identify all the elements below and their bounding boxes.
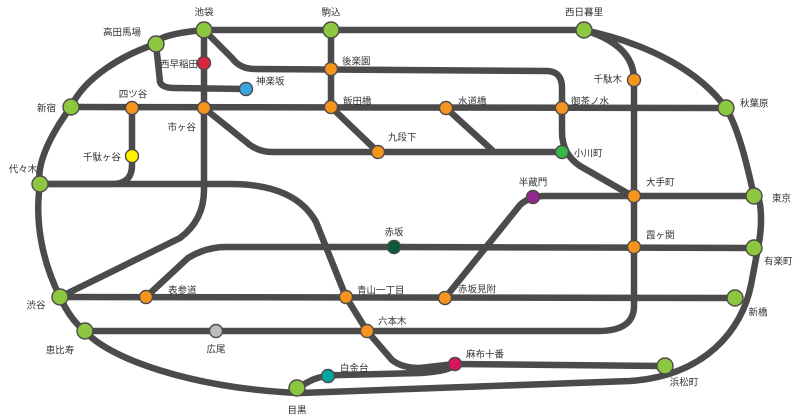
station-label-kagurazaka: 神楽坂 — [256, 76, 285, 88]
station-label-otemachi: 大手町 — [646, 177, 675, 189]
station-marker-meguro[interactable] — [288, 379, 306, 397]
station-label-sendagi: 千駄木 — [593, 74, 622, 86]
line-akasaka — [142, 243, 758, 301]
station-marker-shibuya[interactable] — [51, 288, 69, 306]
station-marker-yoyogi[interactable] — [31, 175, 49, 193]
station-label-yotsuya: 四ツ谷 — [119, 90, 148, 101]
station-label-kudanshita: 九段下 — [388, 132, 417, 144]
station-marker-korakuen[interactable] — [323, 61, 339, 77]
station-label-komagome: 駒込 — [321, 7, 341, 19]
station-label-suidobashi: 水道橋 — [458, 96, 487, 108]
station-label-yoyogi: 代々木 — [9, 164, 38, 176]
station-label-ochanomizu: 御茶ノ水 — [571, 96, 610, 108]
rail-lines — [35, 26, 765, 397]
station-label-ogawamachi: 小川町 — [574, 149, 603, 160]
line-yamanote-loop — [35, 26, 765, 397]
station-label-roppongi: 六本木 — [378, 316, 407, 328]
station-marker-suidobashi[interactable] — [438, 100, 454, 116]
station-label-yurakucho: 有楽町 — [764, 256, 793, 268]
station-marker-ogawamachi[interactable] — [554, 144, 570, 160]
station-label-azabujuban: 麻布十番 — [466, 349, 505, 361]
station-label-omotesando: 表参道 — [168, 285, 197, 297]
station-label-shirokanedai: 白金台 — [340, 363, 369, 375]
station-label-ichigaya: 市ヶ谷 — [167, 122, 196, 134]
station-label-iidabashi: 飯田橋 — [343, 96, 372, 108]
line-yotsuya-branch — [36, 104, 136, 188]
station-label-shinjuku: 新宿 — [37, 103, 56, 115]
line-marunouchi-north — [200, 26, 638, 201]
station-label-akasakamitsuke: 赤坂見附 — [458, 284, 497, 296]
station-marker-aoyamaitchome[interactable] — [338, 289, 354, 305]
station-label-meguro: 目黒 — [287, 406, 307, 417]
line-tozai-west — [152, 40, 250, 93]
station-marker-shinjuku[interactable] — [62, 98, 80, 116]
station-label-nishiwaseda: 西早稲田 — [160, 59, 198, 71]
station-marker-ebisu[interactable] — [76, 322, 94, 340]
station-marker-akasakamitsuke[interactable] — [437, 290, 453, 306]
line-fukutoshin — [56, 26, 208, 301]
station-marker-nishinippori[interactable] — [575, 21, 593, 39]
station-label-hiroo: 広尾 — [206, 344, 225, 356]
station-label-ikebukuro: 池袋 — [194, 7, 214, 19]
station-marker-hiroo[interactable] — [208, 323, 224, 339]
station-marker-hamamatsucho[interactable] — [656, 357, 674, 375]
station-label-nishinippori: 西日暮里 — [565, 7, 603, 19]
station-label-sendagaya: 千駄ヶ谷 — [83, 152, 122, 164]
station-marker-shirokanedai[interactable] — [320, 368, 336, 384]
station-marker-sendagi[interactable] — [626, 72, 642, 88]
station-marker-iidabashi[interactable] — [323, 99, 339, 115]
station-label-akihabara: 秋葉原 — [740, 98, 769, 110]
station-label-shinbashi: 新橋 — [748, 307, 768, 319]
station-marker-ochanomizu[interactable] — [554, 100, 570, 116]
line-chuo-sobu — [67, 103, 730, 112]
station-label-hamamatsucho: 浜松町 — [670, 377, 699, 389]
station-marker-komagome[interactable] — [322, 21, 340, 39]
station-label-kasumigaseki: 霞ヶ関 — [646, 231, 675, 242]
station-marker-shinbashi[interactable] — [726, 289, 744, 307]
station-marker-hanzomon[interactable] — [525, 189, 541, 205]
station-marker-kagurazaka[interactable] — [238, 81, 254, 97]
station-marker-omotesando[interactable] — [138, 289, 154, 305]
station-marker-sendagaya[interactable] — [124, 148, 140, 164]
station-marker-akasaka[interactable] — [386, 239, 402, 255]
station-marker-kasumigaseki[interactable] — [626, 239, 642, 255]
station-marker-azabujuban[interactable] — [447, 356, 463, 372]
station-label-hanzomon: 半蔵門 — [519, 177, 548, 189]
station-marker-otemachi[interactable] — [626, 188, 642, 204]
line-namboku-komagome — [327, 26, 382, 156]
station-marker-nishiwaseda[interactable] — [196, 55, 212, 71]
station-label-akasaka: 赤坂 — [384, 228, 404, 239]
line-mita-branch — [442, 104, 496, 154]
station-marker-akihabara[interactable] — [717, 99, 735, 117]
line-ginza — [56, 293, 739, 302]
station-marker-yotsuya[interactable] — [124, 100, 140, 116]
station-label-takadanobaba: 高田馬場 — [103, 27, 142, 39]
station-label-aoyamaitchome: 青山一丁目 — [357, 285, 405, 297]
station-marker-ichigaya[interactable] — [196, 100, 212, 116]
station-marker-kudanshita[interactable] — [370, 144, 386, 160]
line-oedo-south — [36, 180, 669, 372]
station-marker-roppongi[interactable] — [359, 323, 375, 339]
station-label-tokyo: 東京 — [772, 193, 791, 205]
station-label-ebisu: 恵比寿 — [46, 345, 75, 357]
station-marker-ikebukuro[interactable] — [195, 21, 213, 39]
station-label-shibuya: 渋谷 — [26, 300, 46, 312]
station-label-korakuen: 後楽園 — [342, 56, 371, 68]
station-marker-tokyo[interactable] — [745, 187, 763, 205]
station-marker-takadanobaba[interactable] — [147, 35, 165, 53]
station-marker-yurakucho[interactable] — [745, 239, 763, 257]
line-shinjuku-line — [200, 104, 566, 156]
stations — [31, 21, 763, 397]
